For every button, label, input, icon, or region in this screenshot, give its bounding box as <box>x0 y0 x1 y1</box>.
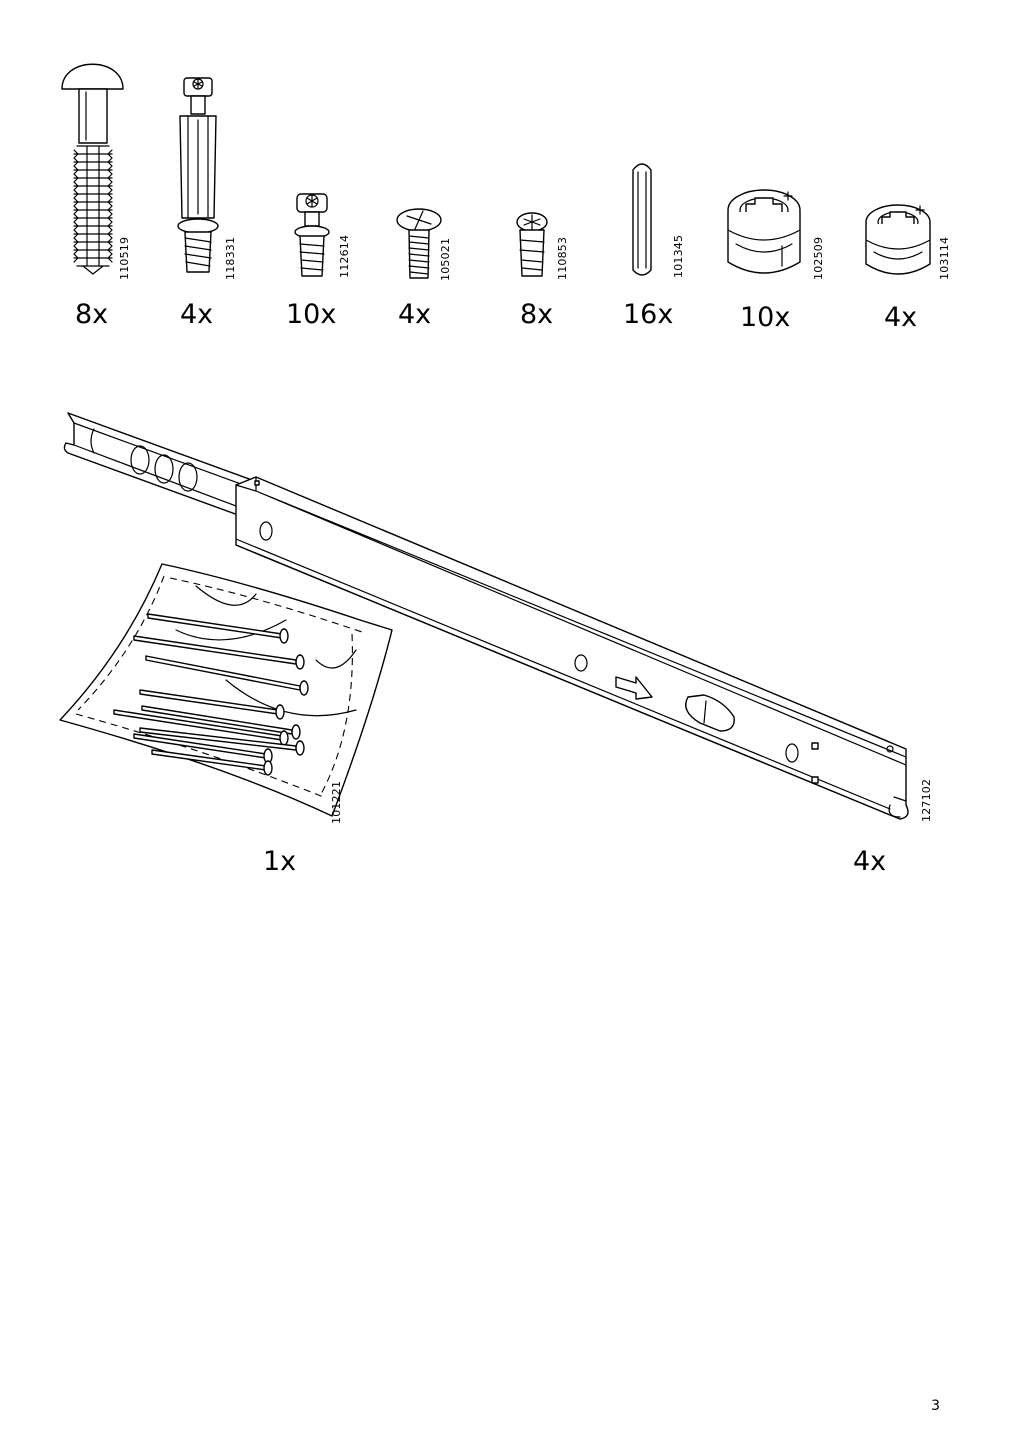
quantity-label: 8x <box>520 299 554 330</box>
article-number: 112614 <box>338 234 351 278</box>
cam-lock-nut-large-icon <box>727 189 801 274</box>
article-number: 110853 <box>556 236 569 280</box>
article-number: 103114 <box>938 236 951 280</box>
machine-screw-icon <box>396 208 442 279</box>
cam-lock-nut-small-icon <box>865 204 931 275</box>
quantity-label: 4x <box>853 846 887 877</box>
wooden-dowel-screw-icon <box>61 63 124 275</box>
wooden-dowel-icon <box>632 163 652 276</box>
part-101221: 101221 <box>56 560 393 826</box>
part-110519: 110519 <box>55 62 135 282</box>
part-102509: 102509 <box>722 186 832 282</box>
quantity-label: 8x <box>75 299 109 330</box>
part-110853: 110853 <box>512 210 582 282</box>
part-127102: 127102 <box>60 405 960 835</box>
cam-dowel-icon <box>294 193 330 277</box>
short-cam-dowel-icon <box>516 212 548 277</box>
nail-bag-icon <box>59 563 393 817</box>
quantity-label: 4x <box>884 302 918 333</box>
part-118331: 118331 <box>170 72 250 282</box>
quantity-label: 10x <box>286 299 337 330</box>
part-105021: 105021 <box>393 206 463 282</box>
quantity-label: 4x <box>180 299 214 330</box>
quantity-label: 1x <box>263 846 297 877</box>
article-number: 105021 <box>439 237 452 281</box>
quantity-label: 16x <box>623 299 674 330</box>
article-number: 118331 <box>224 236 237 280</box>
quantity-label: 4x <box>398 299 432 330</box>
part-112614: 112614 <box>290 190 360 282</box>
article-number: 101221 <box>330 780 343 824</box>
part-103114: 103114 <box>862 202 962 282</box>
article-number: 110519 <box>118 236 131 280</box>
article-number: 102509 <box>812 236 825 280</box>
page-number: 3 <box>931 1398 940 1414</box>
cam-lock-bolt-icon <box>177 77 219 273</box>
article-number: 127102 <box>920 778 933 822</box>
quantity-label: 10x <box>740 302 791 333</box>
drawer-rail-icon <box>63 412 909 820</box>
part-101345: 101345 <box>628 158 688 282</box>
article-number: 101345 <box>672 234 685 278</box>
